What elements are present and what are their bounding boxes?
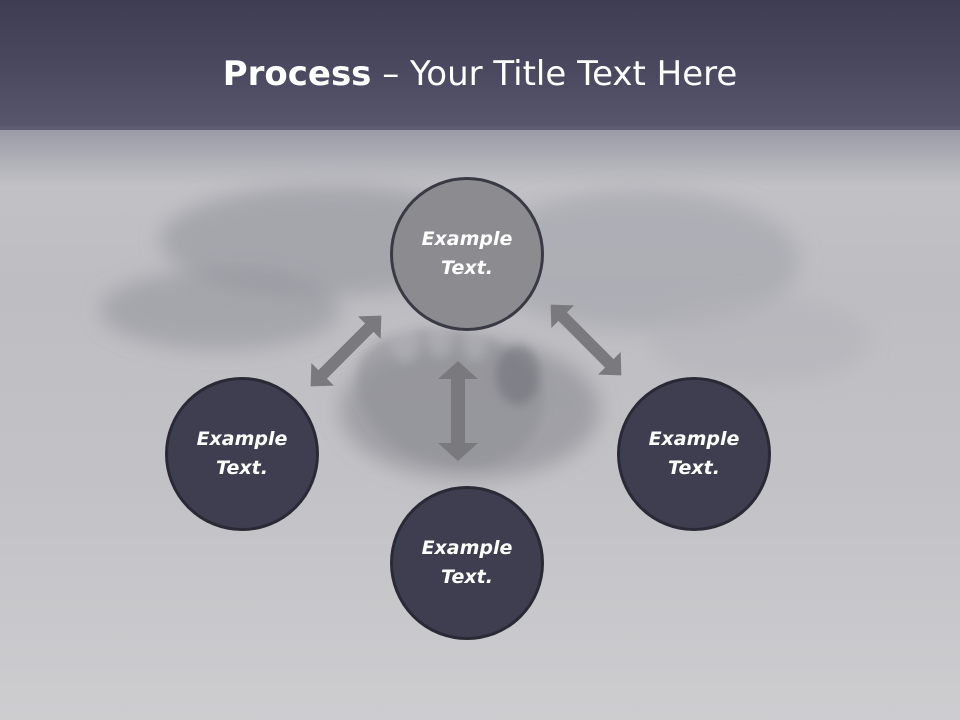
process-node-left: Example Text.: [165, 377, 319, 531]
arrow-vertical: [438, 361, 478, 461]
process-node-top: Example Text.: [390, 177, 544, 331]
title-rest: – Your Title Text Here: [371, 54, 738, 94]
node-top-text: Example Text.: [421, 228, 513, 279]
node-right-text: Example Text.: [648, 428, 740, 479]
node-bottom-text: Example Text.: [421, 537, 513, 588]
process-node-right: Example Text.: [617, 377, 771, 531]
title-bold: Process: [222, 54, 372, 94]
node-left-text: Example Text.: [196, 428, 288, 479]
process-node-bottom: Example Text.: [390, 486, 544, 640]
background-photo: [100, 185, 870, 480]
slide-title: Process – Your Title Text Here: [0, 52, 960, 96]
arrow-top-right: [550, 304, 622, 376]
title-bar: [0, 0, 960, 130]
title-bar-shadow: [0, 126, 960, 186]
arrow-top-left: [310, 315, 382, 387]
